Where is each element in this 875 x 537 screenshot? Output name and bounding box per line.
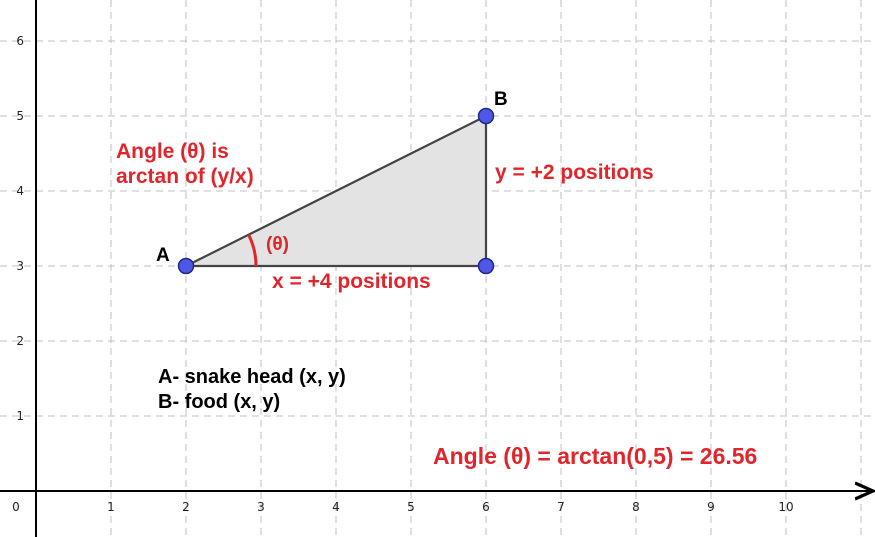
x-tick-label: 0: [12, 500, 20, 514]
x-tick-label: 1: [107, 500, 115, 514]
legend-line-1: A- snake head (x, y): [158, 366, 346, 388]
x-tick-labels: 0 1 2 3 4 5 6 7 8 9 10: [12, 500, 793, 514]
result-equation: Angle (θ) = arctan(0,5) = 26.56: [433, 443, 757, 469]
y-tick-label: 4: [16, 184, 24, 198]
x-tick-label: 4: [332, 500, 340, 514]
y-tick-label: 6: [16, 34, 24, 48]
y-tick-label: 1: [16, 409, 24, 423]
x-tick-label: 5: [407, 500, 415, 514]
point-a-snake-head[interactable]: [177, 257, 195, 275]
point-right-angle-vertex[interactable]: [477, 257, 495, 275]
y-tick-labels: 1 2 3 4 5 6: [16, 34, 24, 423]
point-b-label: B: [494, 89, 508, 110]
y-tick-label: 3: [16, 259, 24, 273]
x-tick-label: 10: [778, 500, 793, 514]
angle-rule-line-2: arctan of (y/x): [116, 165, 254, 188]
y-distance-label: y = +2 positions: [495, 161, 654, 184]
y-tick-label: 2: [16, 334, 24, 348]
x-tick-label: 3: [257, 500, 265, 514]
angle-theta-arc: [247, 234, 258, 267]
x-tick-label: 7: [557, 500, 565, 514]
x-tick-label: 9: [707, 500, 715, 514]
point-a-label: A: [156, 245, 170, 266]
x-tick-label: 6: [482, 500, 490, 514]
y-tick-label: 5: [16, 109, 24, 123]
x-tick-label: 8: [632, 500, 640, 514]
x-tick-label: 2: [182, 500, 190, 514]
x-distance-label: x = +4 positions: [272, 270, 431, 293]
theta-label: (θ): [266, 234, 289, 255]
angle-rule-line-1: Angle (θ) is: [116, 140, 229, 163]
right-triangle: [185, 114, 488, 268]
legend-line-2: B- food (x, y): [158, 391, 280, 413]
point-b-food[interactable]: [477, 107, 495, 125]
